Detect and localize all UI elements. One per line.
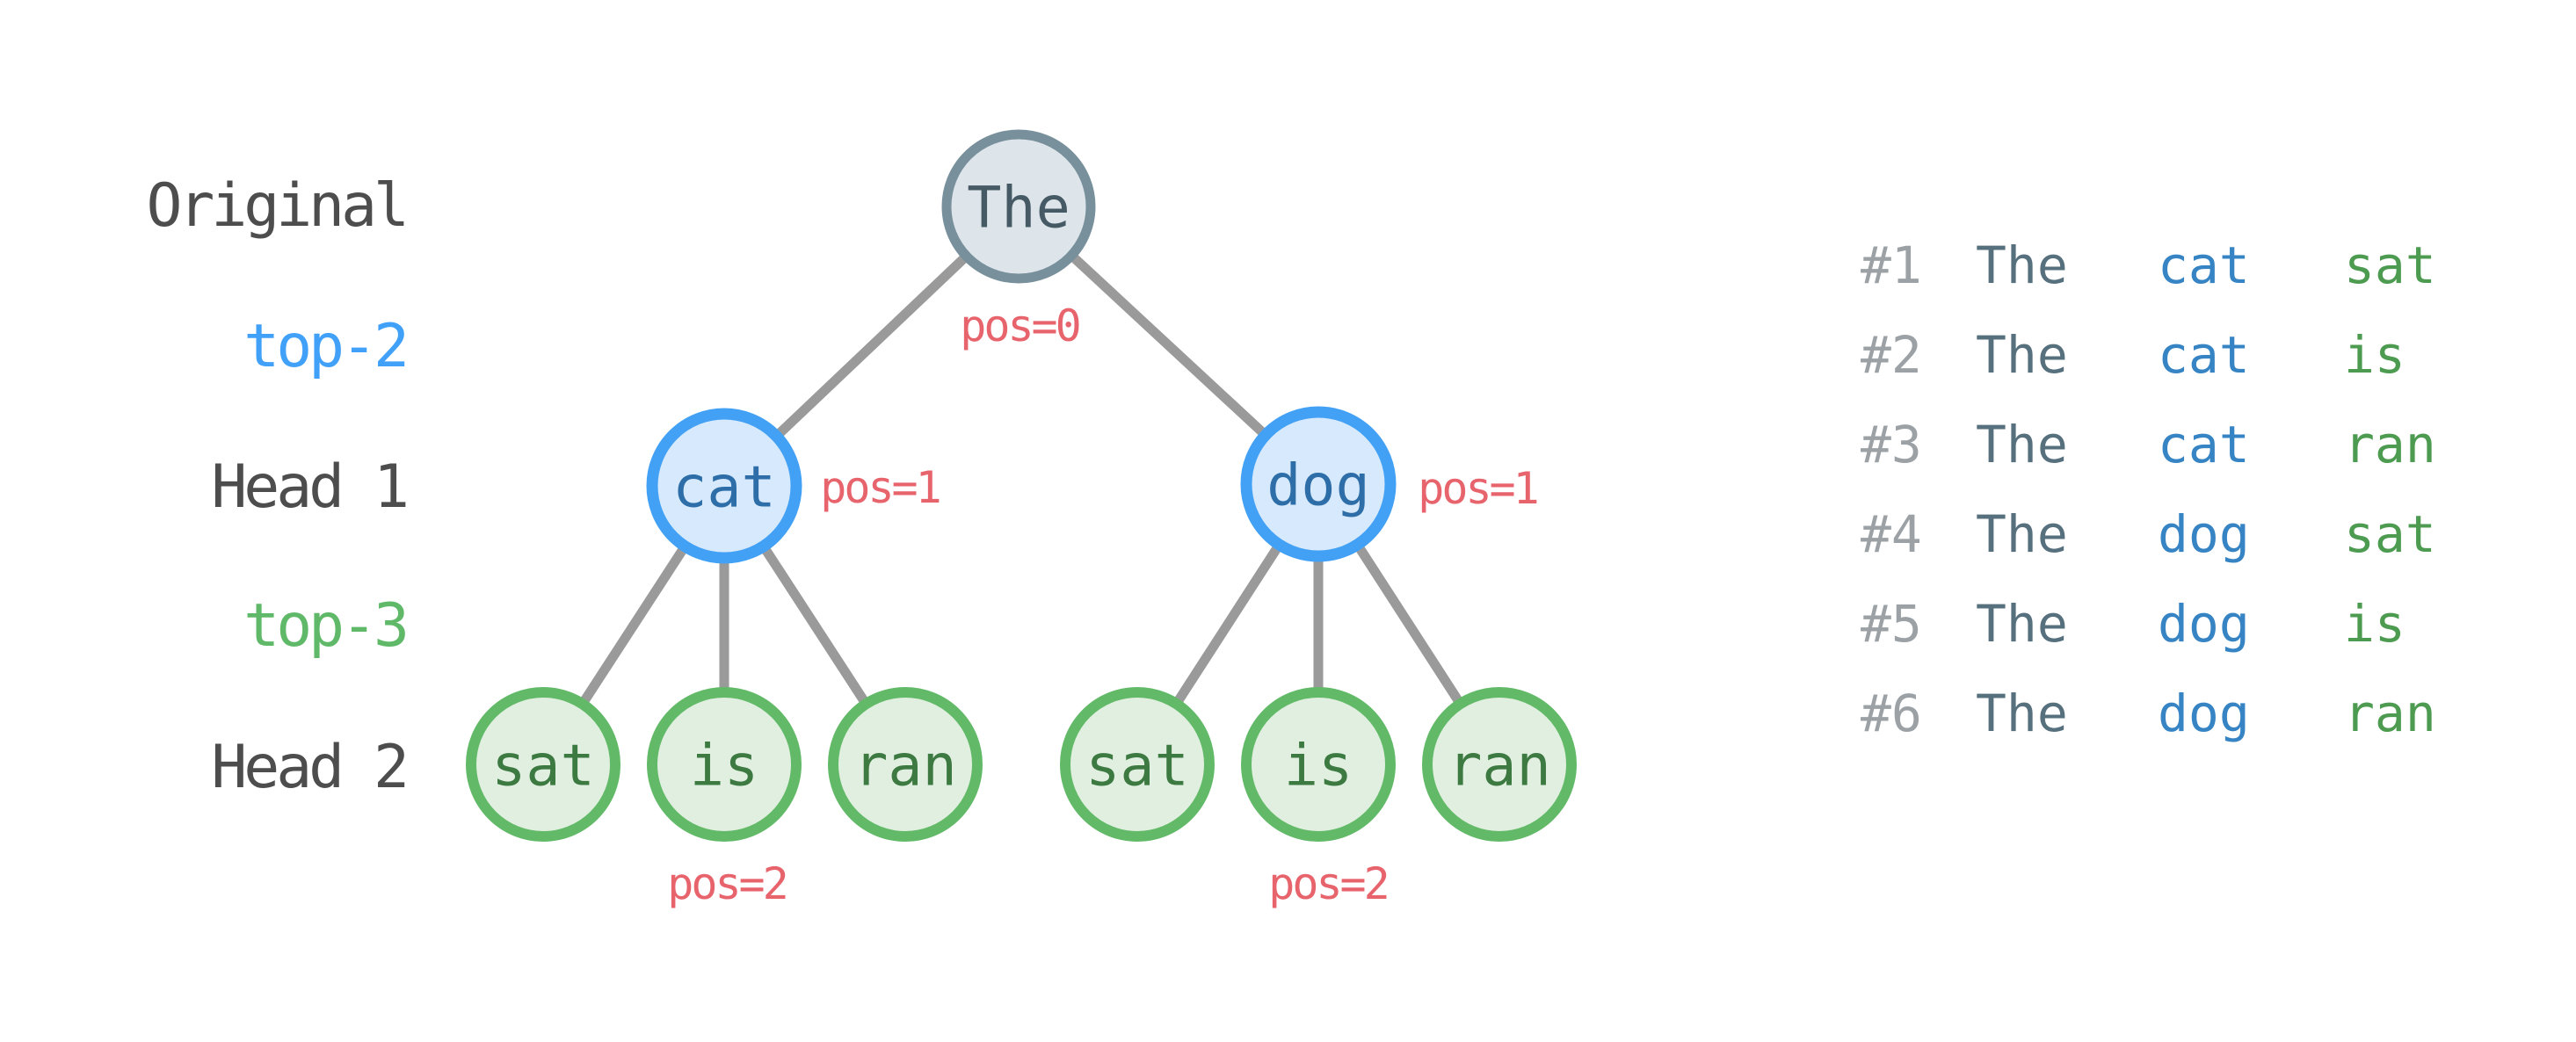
node-the-circle bbox=[941, 129, 1096, 284]
node-sat-2-circle bbox=[1060, 687, 1215, 842]
node-ran-1: ran bbox=[828, 687, 983, 842]
sequence-row-1: #1 The cat sat bbox=[1861, 221, 2436, 310]
pos-label-dog: pos=1 bbox=[1418, 463, 1537, 514]
node-is-2: is bbox=[1241, 687, 1396, 842]
sequence-row-3: #3 The cat ran bbox=[1861, 400, 2436, 489]
node-sat-1-circle bbox=[466, 687, 620, 842]
node-is-1: is bbox=[647, 687, 802, 842]
sequence-rank: #4 bbox=[1861, 504, 1922, 564]
sequence-rank: #6 bbox=[1861, 684, 1922, 743]
sequence-word-3: ran bbox=[2344, 415, 2436, 474]
sequence-row-2: #2 The cat is bbox=[1861, 310, 2405, 400]
sequence-row-6: #6 The dog ran bbox=[1861, 669, 2436, 758]
node-is-2-circle bbox=[1241, 687, 1396, 842]
row-label-original: Original bbox=[146, 171, 410, 241]
node-ran-1-circle bbox=[828, 687, 983, 842]
sequence-word-2: dog bbox=[2158, 504, 2250, 564]
sequence-word-3: sat bbox=[2344, 504, 2436, 564]
sequence-row-4: #4 The dog sat bbox=[1861, 489, 2436, 579]
row-label-head2: Head 2 bbox=[211, 733, 410, 802]
sequence-word-3: is bbox=[2344, 325, 2405, 385]
node-is-1-circle bbox=[647, 687, 802, 842]
sequence-word-3: is bbox=[2344, 594, 2405, 654]
node-dog-label: dog bbox=[1266, 453, 1369, 519]
sequence-row-5: #5 The dog is bbox=[1861, 579, 2405, 669]
sequence-rank: #2 bbox=[1861, 325, 1922, 385]
row-label-head1: Head 1 bbox=[211, 452, 410, 522]
sequence-word-1: The bbox=[1976, 504, 2068, 564]
node-sat-2-label: sat bbox=[1085, 734, 1188, 800]
sequence-word-1: The bbox=[1976, 235, 2068, 295]
sequence-word-2: dog bbox=[2158, 594, 2250, 654]
sequence-word-2: cat bbox=[2158, 325, 2250, 385]
sequence-word-3: sat bbox=[2344, 235, 2436, 295]
sequence-word-1: The bbox=[1976, 684, 2068, 743]
node-the: The bbox=[941, 129, 1096, 284]
sequence-word-3: ran bbox=[2344, 684, 2436, 743]
pos-label-cat: pos=1 bbox=[820, 462, 940, 513]
node-ran-2: ran bbox=[1422, 687, 1577, 842]
sequence-rank: #5 bbox=[1861, 594, 1922, 654]
node-dog: dog bbox=[1240, 406, 1397, 562]
sequence-rank: #1 bbox=[1861, 235, 1922, 295]
sequence-word-2: cat bbox=[2158, 415, 2250, 474]
sequence-word-1: The bbox=[1976, 415, 2068, 474]
node-sat-1: sat bbox=[466, 687, 620, 842]
sequence-rank: #3 bbox=[1861, 415, 1922, 474]
pos-label-cat-children: pos=2 bbox=[667, 858, 787, 909]
node-dog-circle bbox=[1240, 406, 1397, 562]
node-is-2-label: is bbox=[1284, 734, 1353, 800]
sequence-word-2: dog bbox=[2158, 684, 2250, 743]
pos-label-dog-children: pos=2 bbox=[1268, 858, 1388, 909]
sequence-word-1: The bbox=[1976, 594, 2068, 654]
node-ran-1-label: ran bbox=[853, 734, 956, 800]
node-the-label: The bbox=[967, 176, 1070, 242]
node-cat-label: cat bbox=[672, 455, 775, 521]
sequence-word-2: cat bbox=[2158, 235, 2250, 295]
sequence-word-1: The bbox=[1976, 325, 2068, 385]
pos-label-root: pos=0 bbox=[960, 300, 1079, 351]
node-cat-circle bbox=[646, 408, 802, 564]
row-label-top3: top-3 bbox=[243, 591, 410, 661]
node-ran-2-label: ran bbox=[1448, 734, 1550, 800]
node-cat: cat bbox=[646, 408, 802, 564]
node-is-1-label: is bbox=[690, 734, 758, 800]
node-ran-2-circle bbox=[1422, 687, 1577, 842]
node-sat-1-label: sat bbox=[491, 734, 594, 800]
row-label-top2: top-2 bbox=[243, 312, 410, 381]
node-sat-2: sat bbox=[1060, 687, 1215, 842]
